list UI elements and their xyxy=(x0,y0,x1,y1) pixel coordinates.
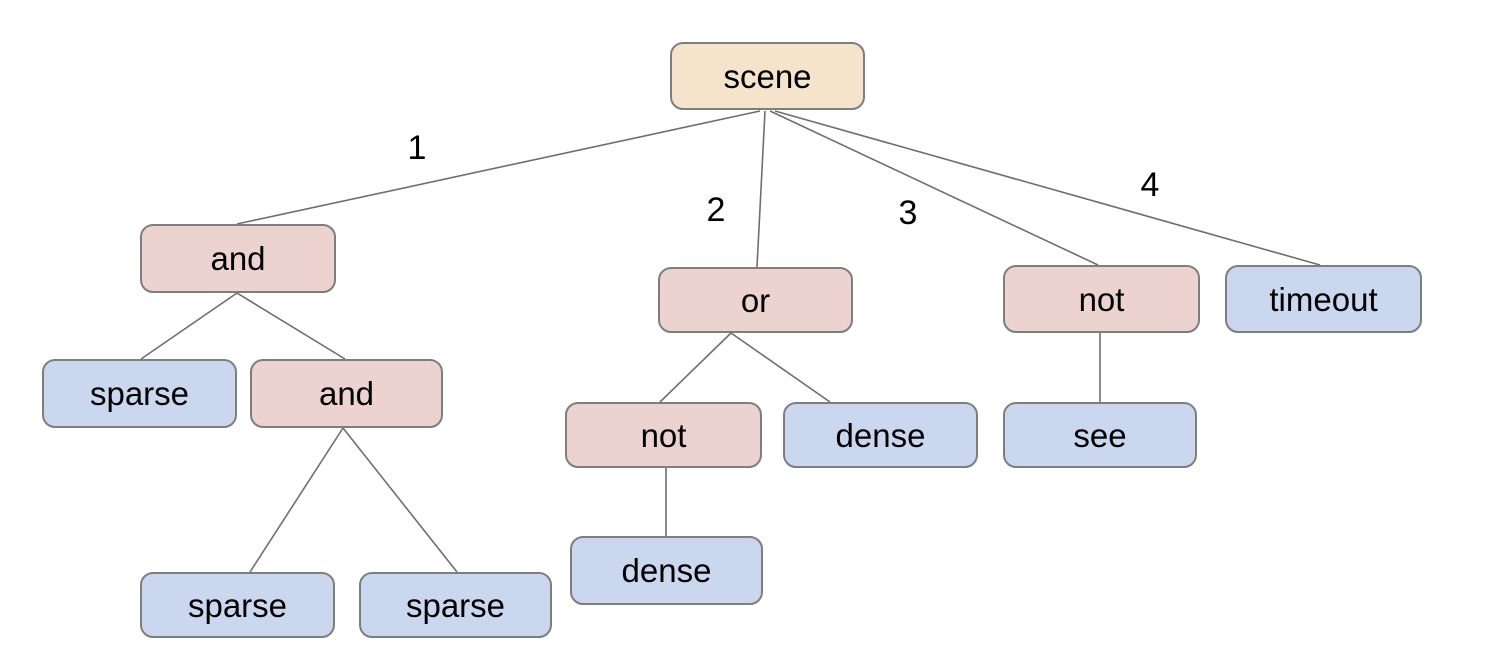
node-sparse1: sparse xyxy=(42,359,237,428)
node-label-timeout: timeout xyxy=(1269,280,1378,318)
node-see: see xyxy=(1003,402,1197,468)
edge-and1-sparse1 xyxy=(140,292,238,360)
node-and2: and xyxy=(250,359,443,428)
edge-scene-timeout xyxy=(774,110,1321,266)
node-label-dense1: dense xyxy=(835,416,926,454)
node-label-and1: and xyxy=(210,240,266,277)
node-sparse3: sparse xyxy=(359,572,552,638)
node-not1: not xyxy=(1003,265,1200,333)
node-and1: and xyxy=(140,224,336,293)
edge-and2-sparse2 xyxy=(249,427,344,573)
node-label-sparse2: sparse xyxy=(187,586,288,624)
edge-label-2: 2 xyxy=(706,191,726,229)
edge-or1-dense1 xyxy=(730,332,831,403)
node-timeout: timeout xyxy=(1225,265,1422,333)
node-not2: not xyxy=(565,402,762,468)
node-or1: or xyxy=(658,267,853,333)
edge-label-3: 3 xyxy=(898,194,918,232)
edge-or1-not2 xyxy=(659,332,732,403)
edge-scene-or1 xyxy=(756,110,766,268)
node-label-and2: and xyxy=(318,375,375,412)
node-label-sparse3: sparse xyxy=(405,586,506,624)
edge-label-4: 4 xyxy=(1140,166,1160,204)
edge-scene-and1 xyxy=(236,110,761,225)
node-label-see: see xyxy=(1073,416,1127,454)
node-scene: scene xyxy=(670,42,865,110)
node-label-not2: not xyxy=(640,416,687,454)
edge-and1-and2 xyxy=(236,292,346,360)
node-dense2: dense xyxy=(570,536,763,605)
node-label-sparse1: sparse xyxy=(89,375,190,412)
edge-label-1: 1 xyxy=(407,129,427,167)
node-label-not1: not xyxy=(1078,280,1125,318)
edge-scene-not1 xyxy=(769,110,1099,266)
node-sparse2: sparse xyxy=(140,572,335,638)
node-label-or1: or xyxy=(740,281,771,319)
node-label-scene: scene xyxy=(723,57,812,95)
edge-and2-sparse3 xyxy=(342,427,458,573)
node-dense1: dense xyxy=(783,402,978,468)
node-label-dense2: dense xyxy=(621,552,712,589)
